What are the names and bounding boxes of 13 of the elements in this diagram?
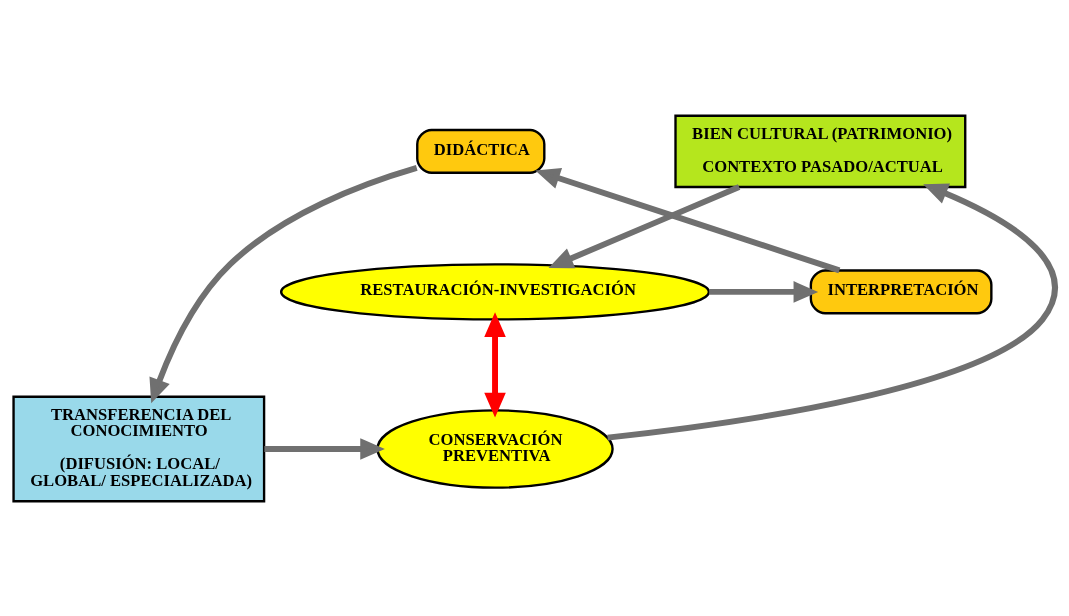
node-box: TRANSFERENCIA DEL CONOCIMIENTO (DIFUSIÓN: LOCAL/ GLOBAL/ ESPECIALIZADA) xyxy=(12,395,266,502)
arrow xyxy=(149,164,418,403)
node-box: INTERPRETACIÓN xyxy=(809,268,993,314)
arrow xyxy=(548,183,741,268)
arrow xyxy=(709,280,819,303)
node-box: DIDÁCTICA xyxy=(416,128,546,174)
node-ellipse: CONSERVACIÓN PREVENTIVA xyxy=(376,408,614,489)
node-ellipse: RESTAURACIÓN-INVESTIGACIÓN xyxy=(279,262,711,321)
arrow xyxy=(535,167,841,273)
node-box: BIEN CULTURAL (PATRIMONIO) CONTEXTO PASADO/ACTUAL xyxy=(674,114,967,188)
arrow xyxy=(484,311,506,417)
arrow xyxy=(607,183,1058,441)
arrow xyxy=(264,437,385,460)
